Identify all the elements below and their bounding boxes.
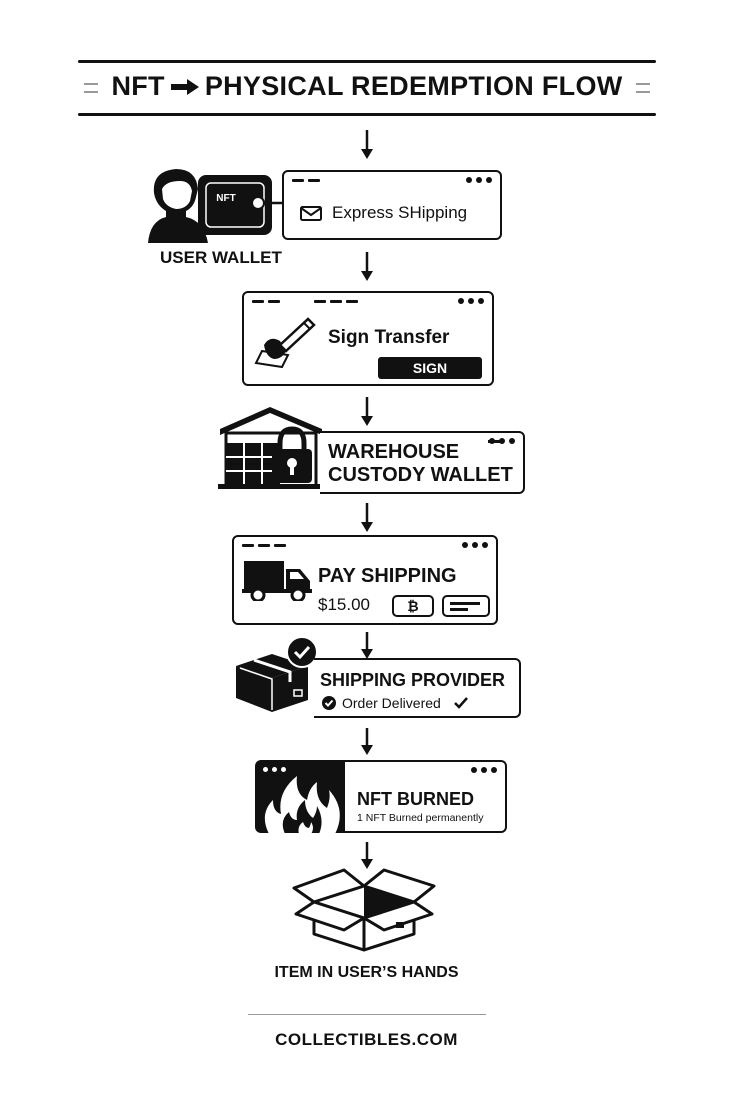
delivery-truck-icon: [242, 561, 312, 601]
flow-arrow-5: [361, 632, 373, 659]
fire-icon: [264, 776, 340, 833]
sign-transfer-card: Sign Transfer SIGN: [242, 291, 494, 386]
window-titlebar: [284, 172, 500, 187]
pen-signing-icon: [254, 317, 316, 369]
warehouse-card: WAREHOUSE CUSTODY WALLET: [320, 431, 525, 494]
check-circle-icon: [322, 696, 336, 710]
nft-burned-title: NFT BURNED: [357, 789, 474, 809]
warehouse-line1: WAREHOUSE: [328, 441, 460, 463]
title-flow: PHYSICAL REDEMPTION FLOW: [204, 71, 623, 101]
page-title: NFT PHYSICAL REDEMPTION FLOW: [78, 71, 656, 102]
delivery-status: Order Delivered: [342, 695, 441, 711]
banner-dash-right: [636, 83, 650, 85]
warehouse-lock-icon: [218, 407, 326, 489]
shipping-option-label: Express SHipping: [332, 203, 468, 222]
flow-arrow-3: [361, 397, 373, 426]
flow-arrow-6: [361, 728, 373, 755]
window-dashes: [242, 544, 286, 547]
pay-shipping-title: PAY SHIPPING: [318, 565, 457, 587]
fire-panel: [255, 760, 350, 833]
title-nft: NFT: [111, 71, 165, 101]
warehouse-line2: CUSTODY WALLET: [328, 464, 513, 486]
banner-top-rule: [78, 60, 656, 63]
nft-burned-subtitle: 1 NFT Burned permanently: [357, 812, 484, 824]
mail-icon: [300, 206, 322, 221]
window-titlebar: [244, 293, 492, 308]
banner-dash-left-2: [84, 91, 98, 93]
flow-arrow-2: [361, 252, 373, 281]
bitcoin-pay-button[interactable]: ₿: [392, 595, 434, 617]
banner-dash-right-2: [636, 91, 650, 93]
user-wallet-caption: USER WALLET: [160, 248, 282, 267]
banner-dash-left: [84, 83, 98, 85]
final-caption: ITEM IN USER’S HANDS: [274, 964, 459, 981]
open-box-icon: [292, 868, 436, 952]
window-dash: [488, 440, 504, 443]
shipping-card: Express SHipping: [282, 170, 502, 240]
banner-bottom-rule: [78, 113, 656, 116]
user-avatar-icon: [148, 169, 286, 243]
shipping-provider-card: SHIPPING PROVIDER Order Delivered: [314, 658, 521, 718]
window-dots: [466, 177, 492, 183]
user-wallet-illustration: NFT: [146, 163, 286, 245]
arrow-right-icon: [170, 79, 199, 95]
bitcoin-icon: ₿: [407, 598, 419, 614]
nft-burned-card: NFT BURNED 1 NFT Burned permanently: [345, 760, 507, 833]
window-dots: [458, 298, 484, 304]
window-titlebar: [234, 537, 496, 552]
window-dashes: [252, 300, 358, 303]
window-dots: [263, 767, 286, 772]
window-dots: [462, 542, 488, 548]
title-banner: NFT PHYSICAL REDEMPTION FLOW: [78, 60, 656, 116]
pay-shipping-card: PAY SHIPPING $15.00 ₿: [232, 535, 498, 625]
shipping-amount: $15.00: [318, 595, 370, 614]
flow-arrow-7: [361, 842, 373, 869]
sign-button[interactable]: SIGN: [378, 357, 482, 379]
checkmark-icon: [454, 697, 468, 709]
shipping-provider-title: SHIPPING PROVIDER: [320, 670, 506, 690]
nft-badge: NFT: [216, 193, 236, 204]
flow-arrow-1: [361, 130, 373, 159]
footer-divider: [248, 1014, 486, 1015]
footer-brand[interactable]: COLLECTIBLES.COM: [275, 1030, 458, 1049]
flow-arrow-4: [361, 503, 373, 532]
card-pay-button[interactable]: [442, 595, 490, 617]
window-dashes: [292, 179, 320, 182]
sign-transfer-title: Sign Transfer: [328, 327, 450, 348]
window-dots: [471, 767, 497, 773]
credit-card-icon: [450, 602, 480, 611]
package-check-icon: [236, 636, 318, 712]
